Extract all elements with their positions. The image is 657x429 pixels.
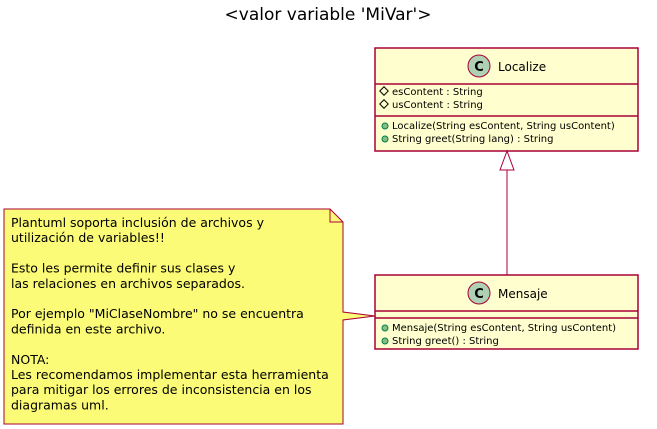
field-text: esContent : String [392, 87, 483, 98]
field-row: usContent : String [379, 99, 483, 111]
class-mensaje: C Mensaje Mensaje(String esContent, Stri… [374, 274, 639, 350]
note-corner-fold [329, 209, 343, 223]
field-row: esContent : String [379, 86, 483, 98]
inheritance-arrow [499, 149, 515, 275]
class-localize-box [374, 47, 639, 152]
diagram-title: <valor variable 'MiVar'> [225, 5, 432, 25]
inheritance-arrowhead [499, 149, 515, 171]
note-text: Plantuml soporta inclusión de archivos y… [11, 215, 329, 412]
public-icon [381, 135, 389, 143]
class-mensaje-name: Mensaje [498, 287, 548, 301]
note-line: diagramas uml. [11, 397, 109, 412]
method-text: String greet() : String [392, 336, 499, 347]
method-row: String greet() : String [381, 336, 499, 347]
public-icon [381, 337, 389, 345]
public-icon [381, 324, 389, 332]
note-body [3, 208, 376, 425]
note-line: utilización de variables!! [11, 230, 165, 245]
note-line: Plantuml soporta inclusión de archivos y [11, 215, 265, 230]
field-text: usContent : String [392, 100, 483, 111]
class-icon [467, 54, 491, 78]
note-line: Por ejemplo "MiClaseNombre" no se encuen… [11, 306, 304, 321]
note-line: Les recomendamos implementar esta herram… [11, 367, 329, 382]
method-text: Mensaje(String esContent, String usConte… [392, 323, 616, 334]
method-row: String greet(String lang) : String [381, 134, 553, 145]
class-mensaje-box [374, 274, 639, 350]
note-line: para mitigar los errores de inconsistenc… [11, 382, 312, 397]
class-localize: C Localize esContent : String usContent … [374, 47, 639, 152]
protected-icon [379, 86, 389, 96]
note-line: las relaciones en archivos separados. [11, 276, 245, 291]
class-icon-letter: C [474, 60, 484, 75]
class-localize-name: Localize [498, 60, 546, 74]
method-text: Localize(String esContent, String usCont… [392, 121, 615, 132]
note-line: Esto les permite definir sus clases y [11, 261, 236, 276]
note-line: NOTA: [11, 352, 49, 367]
method-row: Mensaje(String esContent, String usConte… [381, 323, 616, 334]
class-icon-letter: C [474, 287, 484, 302]
class-icon [467, 281, 491, 305]
note-line: definida en este archivo. [11, 321, 165, 336]
public-icon [381, 122, 389, 130]
method-row: Localize(String esContent, String usCont… [381, 121, 615, 132]
method-text: String greet(String lang) : String [392, 134, 553, 145]
protected-icon [379, 99, 389, 109]
note: Plantuml soporta inclusión de archivos y… [3, 208, 376, 425]
